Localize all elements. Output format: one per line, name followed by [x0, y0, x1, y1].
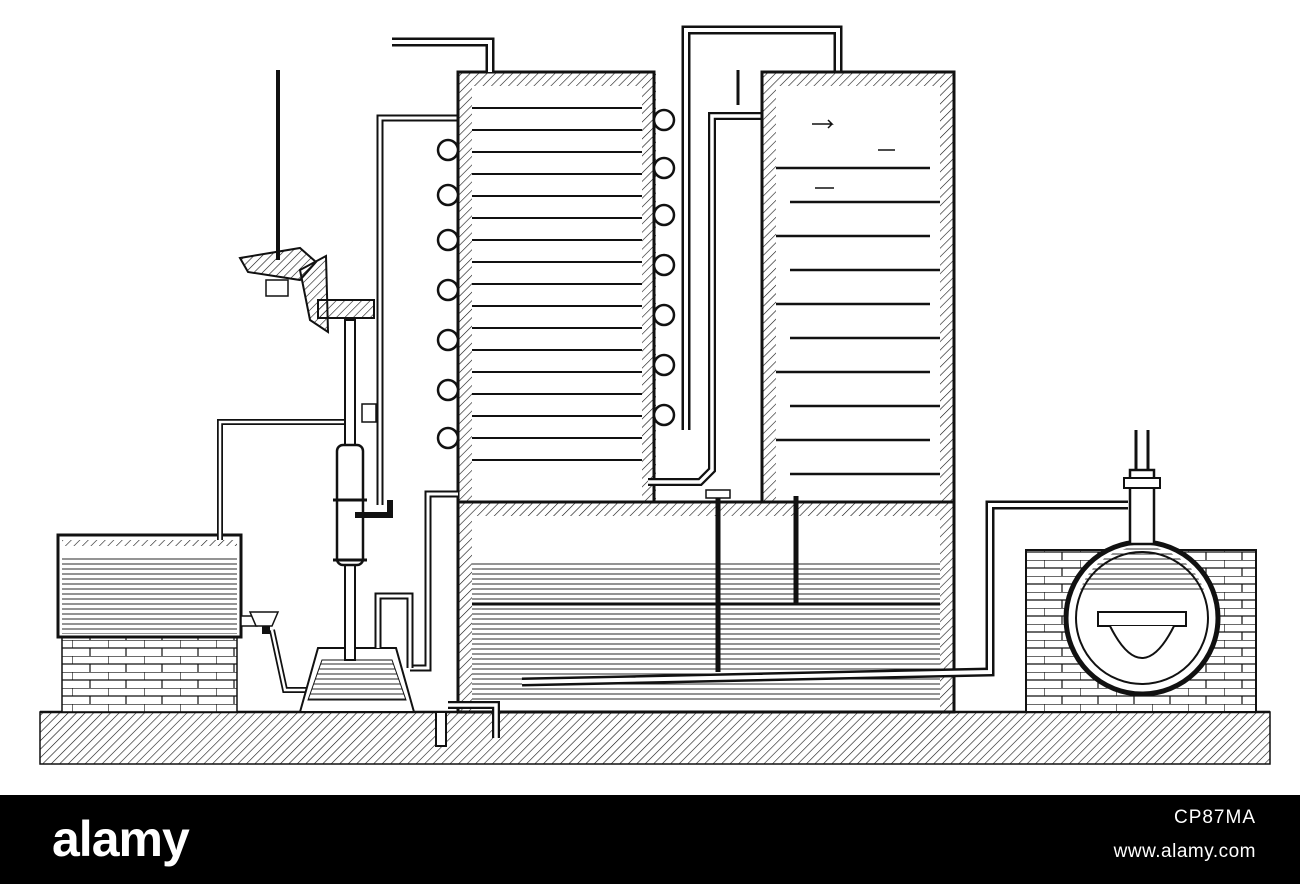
brand-logo: alamy	[52, 811, 190, 867]
base-trough	[374, 489, 956, 747]
watermark-footer: alamy CP87MA www.alamy.com	[0, 795, 1300, 884]
pump-column	[298, 114, 458, 713]
engraving-diagram	[39, 25, 1271, 765]
floor	[39, 710, 1271, 765]
image-id-label: CP87MA	[1173, 807, 1256, 828]
rectifying-column	[736, 70, 956, 504]
site-url-label: www.alamy.com	[1113, 841, 1256, 862]
bevel-gear-drive	[238, 70, 375, 334]
steam-boiler	[521, 430, 1257, 713]
condenser-column	[392, 37, 656, 504]
supply-tank	[56, 419, 350, 713]
